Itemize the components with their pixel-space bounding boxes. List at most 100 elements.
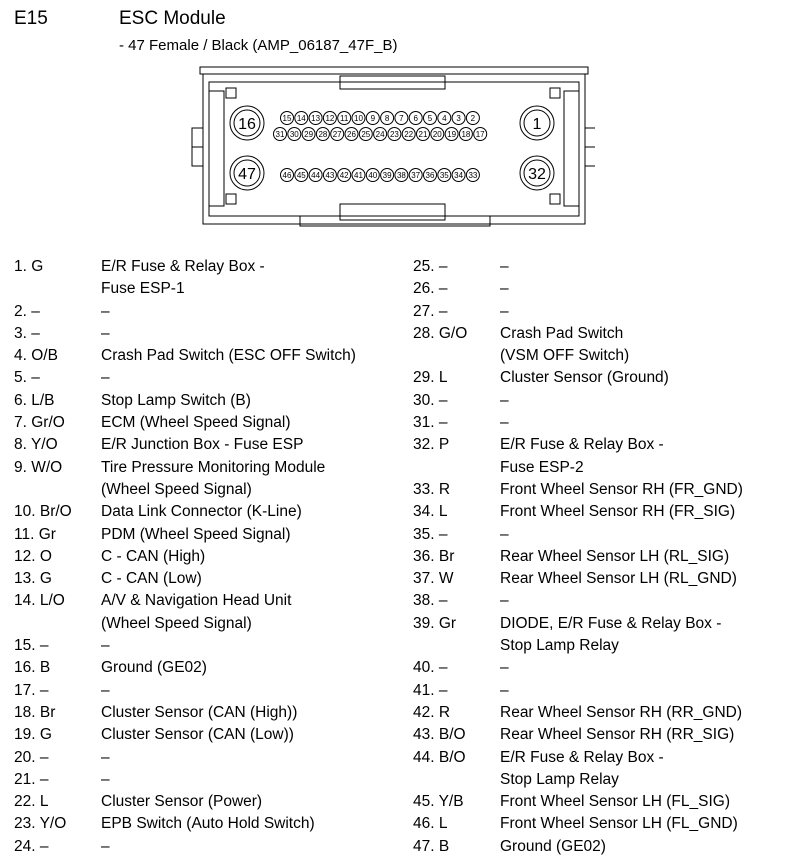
- pin-number: 12. O: [14, 547, 52, 565]
- pin-number: 34. L: [413, 503, 448, 521]
- connector-pin-label: 23: [390, 130, 399, 139]
- connector-pin-label: 25: [361, 130, 370, 139]
- connector-pin: 9: [365, 111, 380, 125]
- connector-pin-label: 3: [456, 114, 461, 123]
- connector-pin: 19: [444, 127, 459, 141]
- connector-pin-label: 15: [283, 114, 292, 123]
- connector-pin: 40: [365, 168, 380, 182]
- pin-description: C - CAN (High): [101, 547, 206, 565]
- page-title: ESC Module: [119, 8, 226, 29]
- connector-pin: 26: [344, 127, 359, 141]
- pin-row: 20. – –: [14, 747, 399, 769]
- pin-description: –: [101, 369, 110, 387]
- pin-description: Crash Pad Switch (VSM OFF Switch): [500, 324, 630, 365]
- pin-number: 23. Y/O: [14, 815, 67, 833]
- connector-pin: 44: [308, 168, 323, 182]
- connector-pin-label: 8: [385, 114, 390, 123]
- pin-number: 10. Br/O: [14, 503, 72, 521]
- pin-number: 24. –: [14, 837, 49, 855]
- pin-number: 40. –: [413, 659, 448, 677]
- connector-pin: 11: [337, 111, 352, 125]
- connector-pin-label: 44: [311, 171, 320, 180]
- pin-number: 36. Br: [413, 547, 455, 565]
- connector-pin: 46: [280, 168, 294, 182]
- pin-description: Cluster Sensor (Ground): [500, 369, 669, 387]
- connector-pin-label: 6: [413, 114, 418, 123]
- pin-description: Front Wheel Sensor LH (FL_GND): [500, 815, 738, 833]
- pin-description: Front Wheel Sensor LH (FL_SIG): [500, 793, 730, 811]
- pin-number: 19. G: [14, 726, 52, 744]
- pin-description: –: [101, 637, 110, 655]
- connector-pin: 29: [301, 127, 316, 141]
- pin-row: 2. ––: [14, 301, 399, 323]
- pin-description: C - CAN (Low): [101, 570, 202, 588]
- pin-description: Front Wheel Sensor RH (FR_SIG): [500, 503, 736, 521]
- connector-pin-label: 24: [376, 130, 385, 139]
- connector-pin-label: 20: [433, 130, 442, 139]
- pin-number: 6. L/B: [14, 391, 55, 409]
- connector-pin: 30: [287, 127, 302, 141]
- pin-description: Rear Wheel Sensor LH (RL_SIG): [500, 547, 730, 565]
- pin-description: PDM (Wheel Speed Signal): [101, 525, 291, 543]
- pin-row: 12. O C - CAN (High): [14, 546, 399, 568]
- connector-pin-label: 14: [297, 114, 306, 123]
- connector-bottom-tab: [299, 215, 491, 227]
- connector-pin-label: 30: [290, 130, 299, 139]
- connector-pin-label: 17: [476, 130, 485, 139]
- pin-description: Front Wheel Sensor RH (FR_GND): [500, 480, 743, 498]
- connector-pin-label: 45: [297, 171, 306, 180]
- connector-pin: 36: [423, 168, 437, 182]
- connector-pin-label: 47: [238, 166, 256, 183]
- pin-number: 26. –: [413, 280, 448, 298]
- pin-description: E/R Fuse & Relay Box - Stop Lamp Relay: [500, 748, 664, 788]
- connector-pin: 31: [273, 127, 287, 141]
- connector-pin: 14: [294, 111, 309, 125]
- connector-pin: 10: [351, 111, 366, 125]
- connector-pin: 18: [458, 127, 473, 141]
- connector-top-tab: [199, 66, 589, 75]
- connector-pin: 25: [358, 127, 373, 141]
- pin-number: 31. –: [413, 414, 448, 432]
- connector-pin-label: 2: [471, 114, 476, 123]
- connector-pin: 37: [408, 168, 423, 182]
- pin-description: A/V & Navigation Head Unit (Wheel Speed …: [101, 592, 292, 632]
- connector-subtitle: - 47 Female / Black (AMP_06187_47F_B): [119, 37, 398, 54]
- connector-big-pin-ring: [519, 105, 555, 141]
- connector-pin: 7: [394, 111, 409, 125]
- connector-pin: 20: [430, 127, 445, 141]
- pin-description: Crash Pad Switch (ESC OFF Switch): [101, 347, 356, 365]
- pin-number: 18. Br: [14, 703, 56, 721]
- pin-description: –: [101, 681, 110, 699]
- connector-pin: 4: [437, 111, 452, 125]
- pin-description: DIODE, E/R Fuse & Relay Box - Stop Lamp …: [500, 614, 722, 655]
- pin-description: –: [500, 659, 509, 677]
- pin-number: 5. –: [14, 369, 40, 387]
- pin-number: 20. –: [14, 748, 49, 766]
- connector-pin-label: 46: [283, 171, 292, 180]
- connector-pin-label: 12: [325, 114, 334, 123]
- pin-description: E/R Junction Box - Fuse ESP: [101, 436, 304, 454]
- connector-pin-label: 40: [368, 171, 377, 180]
- connector-pin: 3: [451, 111, 466, 125]
- pin-description: –: [101, 837, 110, 855]
- pin-description: –: [101, 748, 110, 766]
- pin-description: –: [500, 681, 509, 699]
- pin-number: 1. G: [14, 258, 44, 275]
- connector-pin-label: 9: [371, 114, 376, 123]
